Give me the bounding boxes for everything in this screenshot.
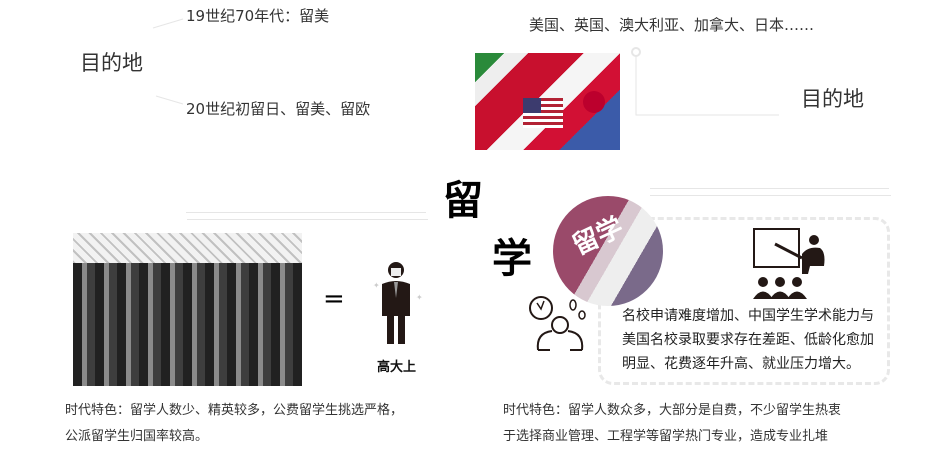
divider bbox=[186, 212, 426, 213]
connector-lines bbox=[152, 18, 184, 105]
svg-text:✦: ✦ bbox=[416, 293, 423, 302]
issues-text: 名校申请难度增加、中国学生学术能力与 美国名校录取要求存在差距、低龄化愈加 明显… bbox=[622, 304, 874, 376]
issues-line: 美国名校录取要求存在差距、低龄化愈加 bbox=[622, 332, 874, 348]
study-abroad-fair-photo: 留学 bbox=[553, 196, 663, 306]
teacher-presentation-icon bbox=[753, 228, 825, 299]
icon-caption: 高大上 bbox=[377, 360, 417, 375]
equals-sign: = bbox=[323, 284, 345, 314]
title-char-xue: 学 bbox=[492, 236, 532, 282]
destination-label-left: 目的地 bbox=[80, 51, 143, 75]
era-traits-line: 公派留学生归国率较高。 bbox=[65, 429, 209, 444]
item-1870s: 19世纪70年代：留美 bbox=[186, 7, 330, 25]
countries-list: 美国、英国、澳大利亚、加拿大、日本…… bbox=[529, 16, 815, 34]
divider bbox=[650, 188, 889, 189]
divider bbox=[187, 219, 428, 220]
era-traits-right: 时代特色：留学人数众多，大部分是自费，不少留学生热衷 于选择商业管理、工程学等留… bbox=[503, 398, 841, 450]
title-char-liu: 留 bbox=[443, 178, 483, 224]
historical-group-photo bbox=[73, 233, 302, 386]
era-traits-line: 于选择商业管理、工程学等留学热门专业，造成专业扎堆 bbox=[503, 429, 829, 444]
era-traits-line: 时代特色：留学人数少、精英较多，公费留学生挑选严格， bbox=[65, 403, 404, 418]
stressed-person-icon bbox=[529, 296, 586, 351]
businessman-icon: ✦✦ bbox=[373, 262, 423, 344]
era-traits-left: 时代特色：留学人数少、精英较多，公费留学生挑选严格， 公派留学生归国率较高。 bbox=[65, 398, 403, 450]
issues-line: 明显、花费逐年升高、就业压力增大。 bbox=[622, 356, 860, 372]
svg-text:✦: ✦ bbox=[373, 281, 380, 290]
connector-bracket bbox=[631, 47, 779, 116]
flags-image bbox=[475, 53, 620, 150]
destination-label-right: 目的地 bbox=[801, 87, 864, 111]
item-1900s: 20世纪初留日、留美、留欧 bbox=[186, 100, 371, 118]
era-traits-line: 时代特色：留学人数众多，大部分是自费，不少留学生热衷 bbox=[503, 403, 842, 418]
divider bbox=[650, 195, 891, 196]
issues-line: 名校申请难度增加、中国学生学术能力与 bbox=[622, 308, 874, 324]
